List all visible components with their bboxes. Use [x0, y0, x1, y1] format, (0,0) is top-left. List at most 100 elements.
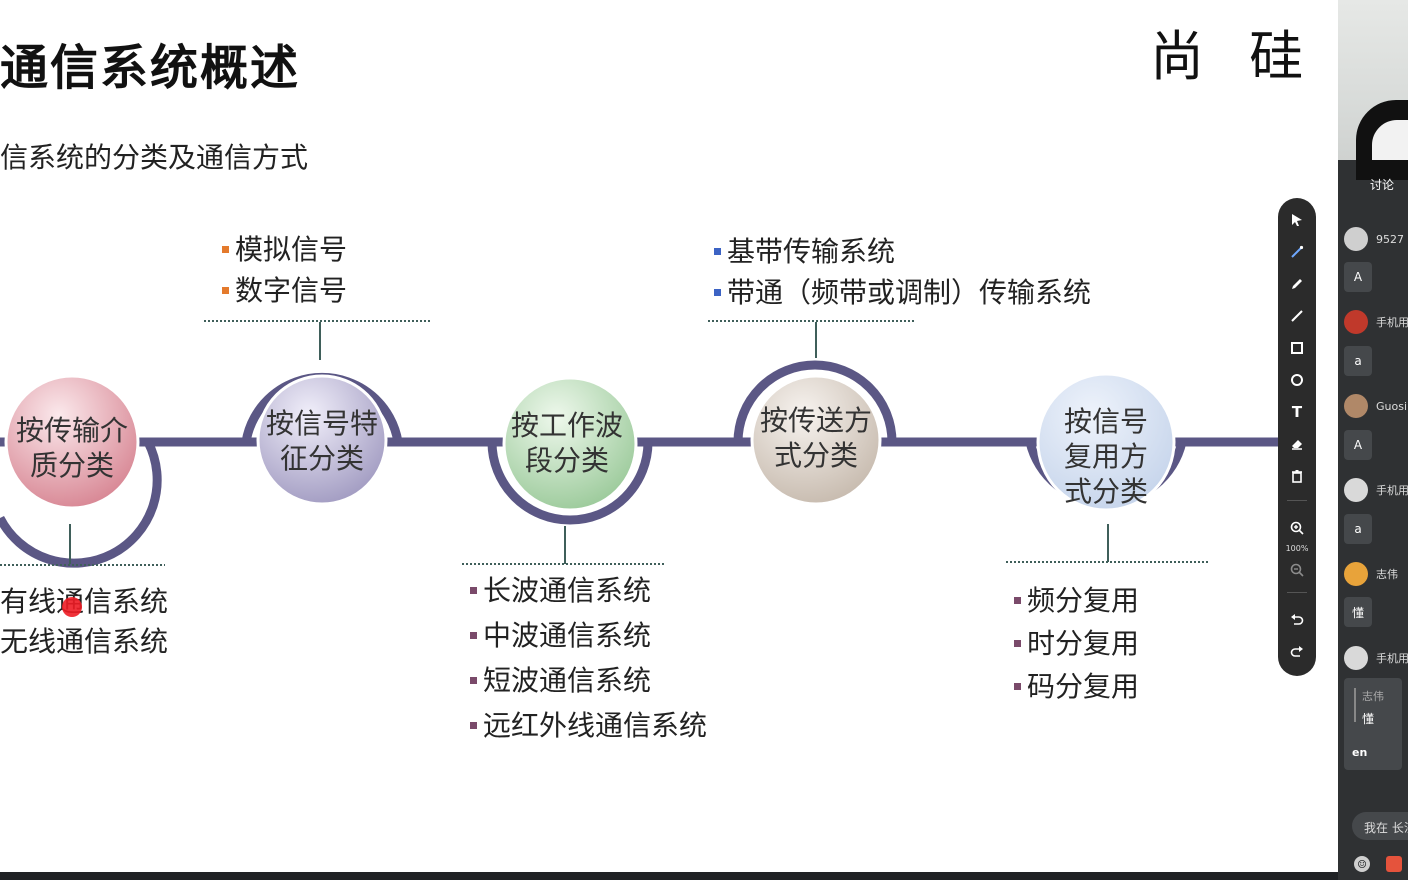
- list-item: 模拟信号: [222, 229, 347, 270]
- select-icon[interactable]: [1287, 210, 1307, 230]
- list-item-text: 带通（频带或调制）传输系统: [727, 276, 1092, 309]
- category-label-line: 按信号: [1063, 405, 1148, 438]
- chat-bubble: a: [1344, 346, 1372, 376]
- classification-flow-diagram: [0, 320, 1282, 568]
- webcam-person-collar: [1372, 120, 1408, 160]
- category-circle-multiplex: [1036, 372, 1176, 512]
- text-icon[interactable]: T: [1291, 403, 1303, 421]
- rectangle-icon[interactable]: [1287, 338, 1307, 358]
- list-item: 短波通信系统: [470, 658, 707, 703]
- laser-pointer-dot: [62, 597, 82, 617]
- redo-icon[interactable]: [1287, 642, 1307, 662]
- avatar: [1344, 478, 1368, 502]
- category-label-multiplex: 按信号 复用方 式分类: [1036, 404, 1176, 509]
- category-label-line: 复用方: [1063, 440, 1148, 473]
- zoom-in-icon[interactable]: [1287, 518, 1307, 538]
- eraser-icon[interactable]: [1287, 434, 1307, 454]
- category-label-transmission: 按传送方 式分类: [746, 403, 886, 473]
- bullet-square: [1014, 597, 1021, 604]
- bullet-square: [470, 722, 477, 729]
- slide-subtitle: 信系统的分类及通信方式: [0, 141, 309, 174]
- list-item: 基带传输系统: [714, 231, 1091, 272]
- list-medium: 有线通信系统 无线通信系统: [0, 582, 168, 662]
- arc-band: [487, 441, 653, 525]
- category-label-band: 按工作波 段分类: [497, 408, 637, 478]
- bullet-square: [470, 587, 477, 594]
- brand-logo: 尚 硅: [1150, 25, 1318, 88]
- toolbar-separator: [1287, 500, 1307, 501]
- category-circle-medium: [4, 374, 140, 510]
- avatar: [1344, 227, 1368, 251]
- list-item: 中波通信系统: [470, 613, 707, 658]
- laser-pointer-icon[interactable]: [1287, 242, 1307, 262]
- quoted-sender: 志伟: [1362, 690, 1384, 703]
- bullet-square: [222, 246, 229, 253]
- list-item: 无线通信系统: [0, 622, 168, 662]
- list-item: 时分复用: [1014, 622, 1139, 665]
- undo-icon[interactable]: [1287, 610, 1307, 630]
- presentation-slide: 通信系统概述 信系统的分类及通信方式 尚 硅: [0, 25, 1318, 748]
- category-label-line: 段分类: [524, 444, 609, 477]
- quoted-text: 懂: [1362, 712, 1375, 726]
- bullet-square: [222, 287, 229, 294]
- category-label-line: 式分类: [1063, 475, 1148, 508]
- category-circle-transmission: [750, 374, 882, 506]
- category-label-line: 式分类: [773, 439, 858, 472]
- emoji-icon[interactable]: ☺: [1354, 856, 1370, 872]
- list-item: 码分复用: [1014, 665, 1139, 708]
- bullet-square: [1014, 640, 1021, 647]
- sender-name: 手机用: [1376, 652, 1408, 665]
- slide-title: 通信系统概述: [0, 40, 301, 96]
- pen-icon[interactable]: [1287, 274, 1307, 294]
- list-item-text: 有线通信系统: [0, 585, 169, 618]
- list-item-text: 无线通信系统: [0, 625, 169, 658]
- sender-name: 9527: [1376, 232, 1404, 246]
- chat-bubble: a: [1344, 514, 1372, 544]
- sender-name: 手机用: [1376, 316, 1408, 329]
- category-circle-band: [502, 376, 638, 512]
- chat-message-header: 手机用: [1344, 477, 1408, 503]
- category-label-line: 按传输介: [15, 414, 128, 447]
- tab-discussion-label: 讨论: [1370, 178, 1395, 192]
- list-item: 长波通信系统: [470, 568, 707, 613]
- list-signal: 模拟信号 数字信号: [222, 229, 347, 311]
- list-item: 有线通信系统: [0, 582, 168, 622]
- toolbar-separator: [1287, 592, 1307, 593]
- bottom-status-bar: [0, 872, 1338, 880]
- list-item: 数字信号: [222, 270, 347, 311]
- list-item: 带通（频带或调制）传输系统: [714, 272, 1091, 313]
- line-icon[interactable]: [1287, 306, 1307, 326]
- category-label-signal: 按信号特 征分类: [252, 406, 392, 476]
- gift-icon[interactable]: [1386, 856, 1402, 872]
- ellipse-icon[interactable]: [1287, 370, 1307, 390]
- arc-transmission: [733, 360, 897, 443]
- chat-input-placeholder: 我在 长沙: [1364, 821, 1408, 835]
- chat-input[interactable]: 我在 长沙: [1352, 812, 1408, 840]
- list-item-text: 模拟信号: [235, 233, 348, 266]
- category-label-medium: 按传输介 质分类: [2, 413, 142, 483]
- bullet-square: [1014, 683, 1021, 690]
- list-item-text: 频分复用: [1027, 584, 1140, 617]
- tab-discussion[interactable]: 讨论: [1338, 168, 1408, 200]
- list-item-text: 中波通信系统: [483, 619, 652, 652]
- chat-bubble: A: [1344, 430, 1372, 460]
- bullet-square: [470, 632, 477, 639]
- zoom-out-icon[interactable]: [1287, 560, 1307, 580]
- avatar: [1344, 562, 1368, 586]
- quoted-reply-bubble: 志伟 懂 en: [1344, 678, 1402, 770]
- annotation-toolbar: T 100%: [1278, 198, 1316, 676]
- list-item: 频分复用: [1014, 579, 1139, 622]
- bullet-square: [714, 248, 721, 255]
- chat-message-header: Guosi: [1344, 393, 1407, 419]
- avatar: [1344, 394, 1368, 418]
- bullet-square: [714, 289, 721, 296]
- delete-icon[interactable]: [1287, 466, 1307, 486]
- chat-bubble: A: [1344, 262, 1372, 292]
- category-label-line: 按传送方: [759, 404, 872, 437]
- category-label-line: 按信号特: [265, 407, 378, 440]
- bullet-square: [470, 677, 477, 684]
- category-label-line: 质分类: [29, 449, 114, 482]
- chat-message-header: 志伟: [1344, 561, 1398, 587]
- list-item: 远红外线通信系统: [470, 703, 707, 748]
- chat-message-header: 手机用: [1344, 309, 1408, 335]
